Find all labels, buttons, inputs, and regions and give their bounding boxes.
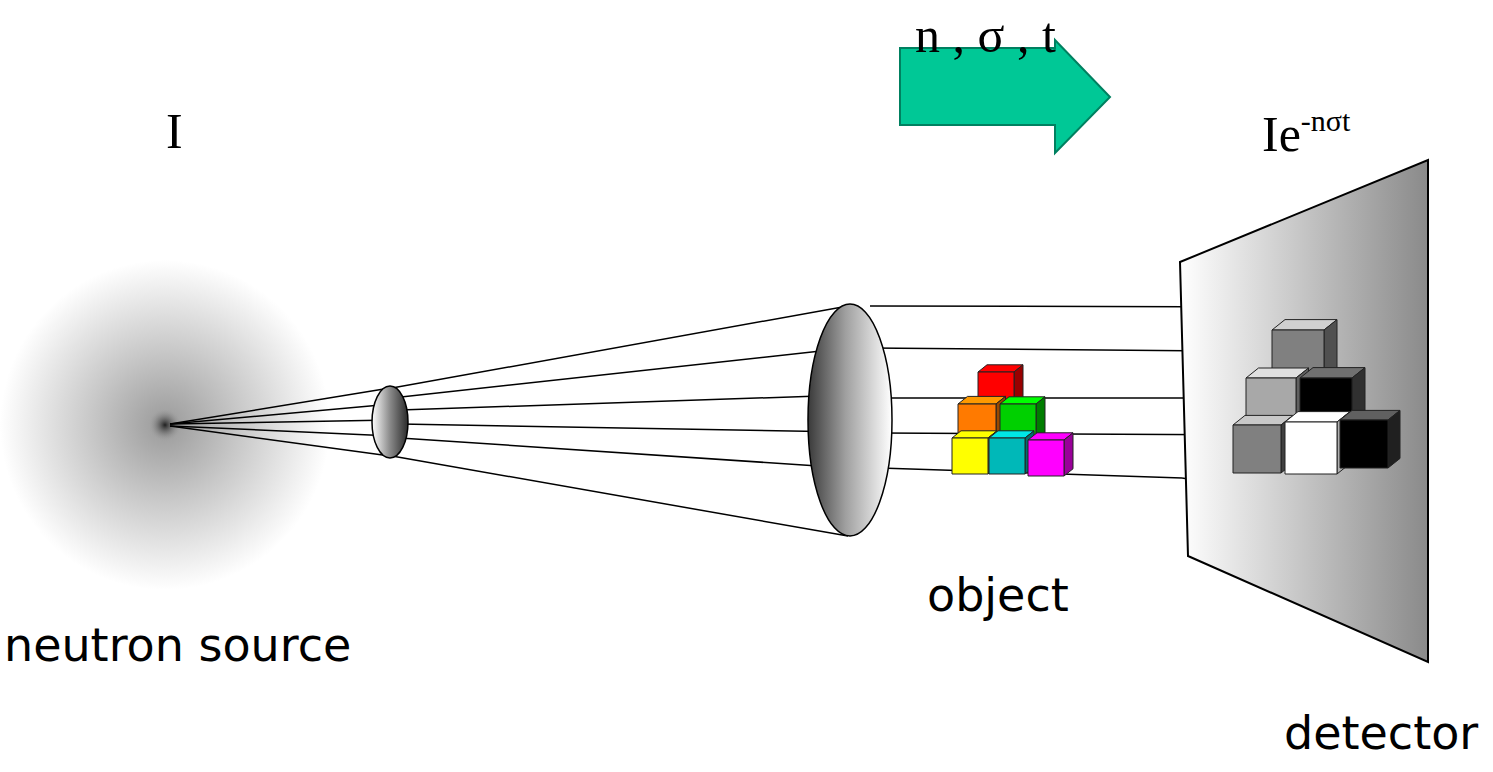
cube-face [1388,410,1400,468]
cube-face [1285,422,1337,474]
text-label: object [927,572,1069,618]
cube-face [1233,425,1281,473]
text-label: neutron source [4,622,351,668]
cube-face [952,438,988,474]
neutron-glow [0,260,330,590]
small-lens [372,386,408,458]
cube-face [1340,420,1388,468]
beam-lines [170,306,1340,536]
text-label: Ie-nσt [1262,106,1350,159]
cube-face [989,438,1025,474]
neutron-core [149,409,181,441]
detector-plate [1180,160,1428,662]
text-label: n , σ , t [915,10,1056,60]
large-lens [808,304,892,536]
label-exponent: -nσt [1301,104,1351,137]
text-label: I [166,106,183,156]
label-base: Ie [1262,106,1301,162]
cube-group [952,320,1400,476]
cube-face [1028,440,1064,476]
text-label: detector [1284,710,1478,756]
cube-face [1064,433,1073,476]
